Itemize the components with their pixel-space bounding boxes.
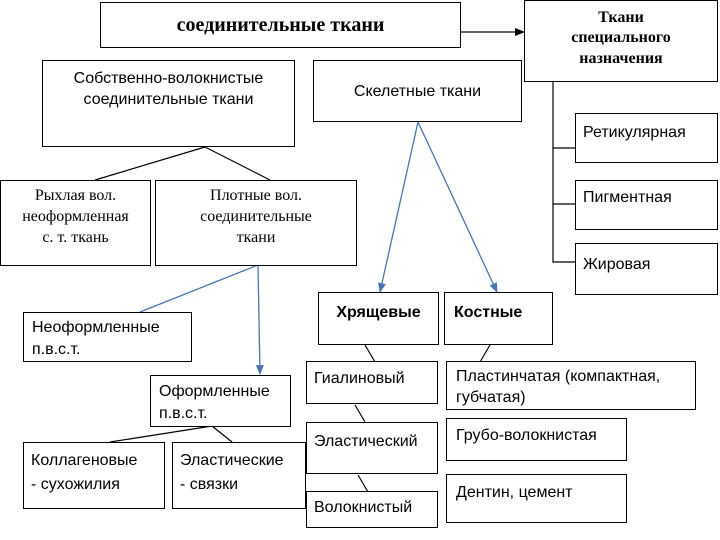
skeletal-node: Скелетные ткани [313,60,522,122]
connector-dense-to-unformed [139,264,259,313]
elastic-cartilage-node: Эластический [306,422,438,474]
loose-fibrous-node: Рыхлая вол. неоформленная с. т. ткань [0,180,151,266]
connector-formed-to-elastic [211,425,233,443]
unformed-node: Неоформленные п.в.с.т. [23,312,192,362]
dentin-node: Дентин, цемент [446,474,627,523]
connector-elastic-to-fibrous [357,474,369,493]
lamellar-node: Пластинчатая (компактная, губчатая) [446,361,696,410]
connector-dense-to-formed [255,264,264,375]
coarse-fibrous-node: Грубо-волокнистая [446,418,627,461]
formed-node: Оформленные п.в.с.т. [150,375,291,427]
connector-proper-to-loose [94,146,206,181]
connector-cartilage-to-hyaline [364,344,376,363]
connector-hyaline-to-elastic [354,404,366,423]
bone-node: Костные [444,292,553,345]
dense-fibrous-node: Плотные вол. соединительные ткани [155,180,357,266]
collagen-node: Коллагеновые - сухожилия [23,442,165,509]
root-node: соединительные ткани [100,2,461,48]
connector-skeletal-to-cartilage [378,121,419,293]
pigment-node: Пигментная [575,180,718,230]
connector-proper-to-dense [204,146,271,181]
hyaline-node: Гиалиновый [306,361,438,404]
special-tissues-node: Ткани специального назначения [524,0,718,82]
fatty-node: Жировая [575,243,718,295]
connector-formed-to-collagen [109,425,213,443]
fibrous-cartilage-node: Волокнистый [306,491,438,528]
connector-bone-to-lamellar [479,344,491,363]
proper-fibrous-node: Собственно-волокнистые соединительные тк… [42,60,295,147]
elastic-ligaments-node: Эластические - связки [172,442,306,509]
connector-skeletal-to-bone [417,121,498,293]
reticular-node: Ретикулярная [575,113,718,163]
connector-special-bracket [552,82,575,263]
cartilage-node: Хрящевые [318,292,439,345]
